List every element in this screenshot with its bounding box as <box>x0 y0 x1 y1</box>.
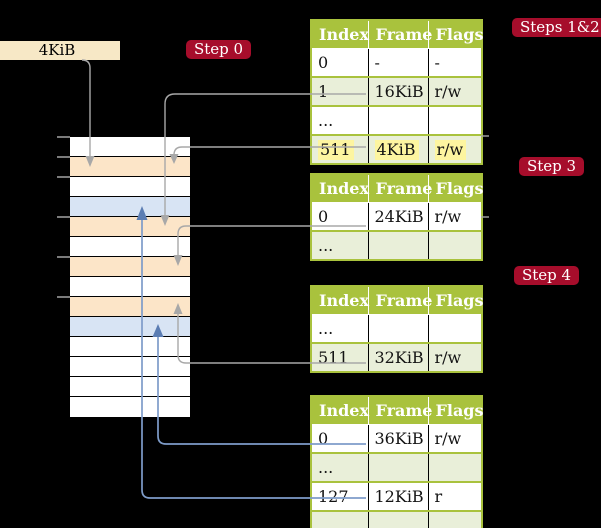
memory-row-white <box>70 237 190 257</box>
highlighted-value: 4KiB <box>374 140 419 160</box>
step-4-label: Step 4 <box>514 266 580 285</box>
table-row: ... <box>311 314 482 343</box>
memory-row-blue <box>70 197 190 217</box>
table-cell <box>427 510 482 528</box>
table-cell: 0 <box>311 424 368 453</box>
table-cell: ... <box>311 510 368 528</box>
table-cell: r/w <box>427 134 482 164</box>
table-cell: ... <box>311 452 368 482</box>
table-cell <box>427 105 482 135</box>
memory-row-white <box>70 137 190 157</box>
steps-1-2-label: Steps 1&2 <box>512 18 601 37</box>
memory-row-white <box>70 177 190 197</box>
table-cell: r/w <box>427 202 482 231</box>
table-cell: ... <box>311 230 368 260</box>
table-cell: 511 <box>311 342 368 372</box>
memory-row-peach <box>70 157 190 177</box>
column-header-frame: Frame <box>367 395 432 425</box>
table-cell: r <box>427 481 482 511</box>
table-cell <box>367 452 428 482</box>
table-cell <box>427 314 482 343</box>
table-cell: 4KiB <box>367 134 428 164</box>
table-cell <box>427 230 482 260</box>
table-row: ... <box>311 105 482 135</box>
column-header-index: Index <box>310 285 369 315</box>
table-cell: - <box>367 48 428 77</box>
table-cell: 16KiB <box>367 76 428 106</box>
column-header-frame: Frame <box>367 173 432 203</box>
table-row: 511 4KiB r/w <box>311 134 482 164</box>
table-cell: 32KiB <box>367 342 428 372</box>
memory-stack <box>68 135 192 419</box>
step-0-label: Step 0 <box>186 40 252 59</box>
frame-size-box: 4KiB <box>0 41 120 60</box>
column-header-flags: Flags <box>427 173 484 203</box>
memory-row-peach <box>70 217 190 237</box>
table-row: ... <box>311 510 482 528</box>
table-cell <box>367 510 428 528</box>
column-header-flags: Flags <box>427 285 484 315</box>
table-cell: 0 <box>311 48 368 77</box>
table-cell: 24KiB <box>367 202 428 231</box>
highlighted-value: r/w <box>434 140 467 160</box>
table-cell <box>367 314 428 343</box>
column-header-frame: Frame <box>367 19 432 49</box>
memory-row-peach <box>70 297 190 317</box>
memory-row-white <box>70 397 190 417</box>
table-cell: 0 <box>311 202 368 231</box>
table-cell: ... <box>311 314 368 343</box>
table-cell: 127 <box>311 481 368 511</box>
table-row: ... <box>311 230 482 260</box>
highlighted-value: 511 <box>318 140 354 160</box>
column-header-index: Index <box>310 19 369 49</box>
memory-row-white <box>70 377 190 397</box>
table-row: 0-- <box>311 48 482 77</box>
column-header-flags: Flags <box>427 19 484 49</box>
table-cell: 1 <box>311 76 368 106</box>
table-cell: 12KiB <box>367 481 428 511</box>
column-header-flags: Flags <box>427 395 484 425</box>
table-cell: - <box>427 48 482 77</box>
memory-row-white <box>70 277 190 297</box>
column-header-frame: Frame <box>367 285 432 315</box>
table-cell: ... <box>311 105 368 135</box>
table-cell: r/w <box>427 76 482 106</box>
memory-row-white <box>70 357 190 377</box>
memory-row-blue <box>70 317 190 337</box>
table-cell <box>367 105 428 135</box>
table-cell <box>427 452 482 482</box>
step-3-label: Step 3 <box>519 157 585 176</box>
table-row: ... <box>311 452 482 482</box>
column-header-index: Index <box>310 395 369 425</box>
table-cell: 511 <box>311 134 368 164</box>
memory-row-peach <box>70 257 190 277</box>
table-cell <box>367 230 428 260</box>
table-cell: r/w <box>427 342 482 372</box>
table-cell: 36KiB <box>367 424 428 453</box>
column-header-index: Index <box>310 173 369 203</box>
memory-row-white <box>70 337 190 357</box>
table-cell: r/w <box>427 424 482 453</box>
